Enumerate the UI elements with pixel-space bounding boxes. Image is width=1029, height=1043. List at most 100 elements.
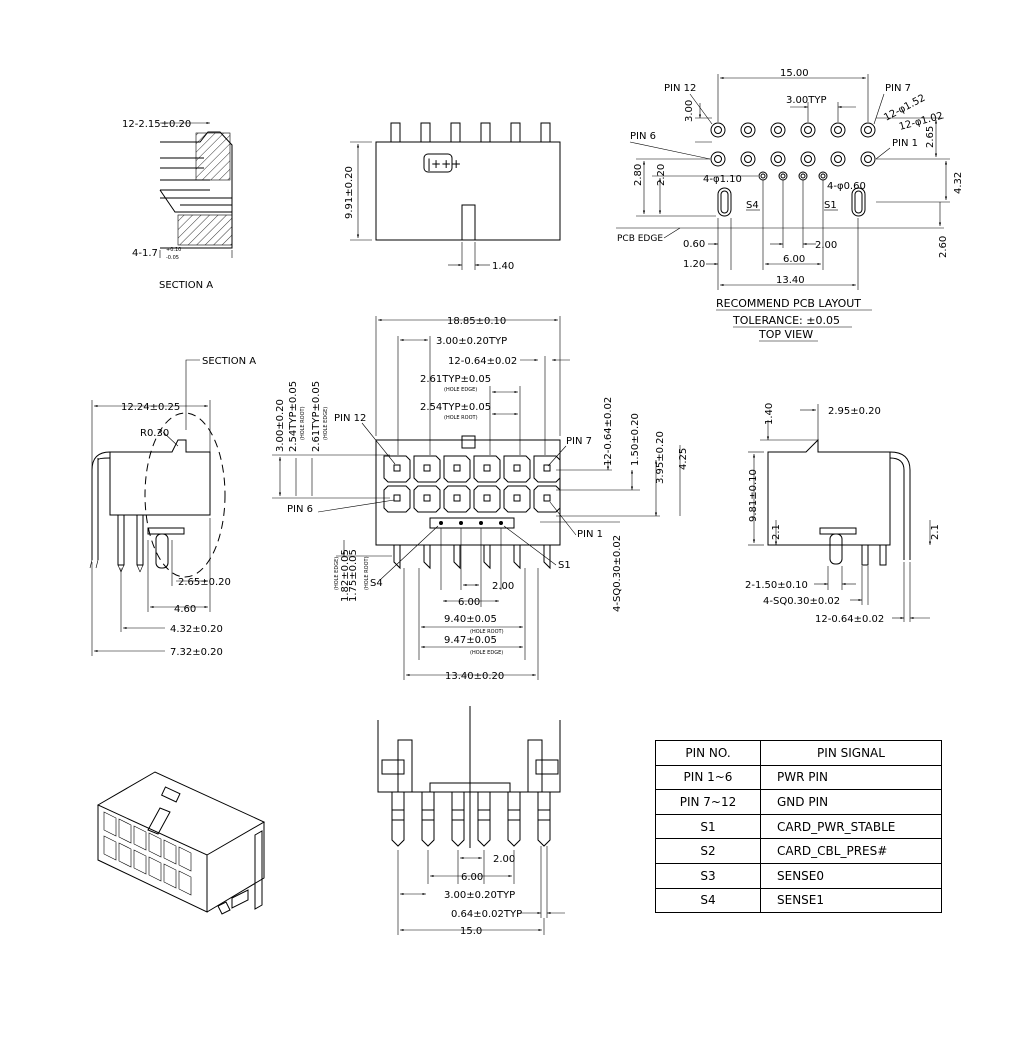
pcb-layout-view: 15.00 3.00TYP PIN 12 3.00 PIN 7 12-φ1.52… <box>616 68 964 342</box>
pcb-hole-row-bottom <box>710 151 876 167</box>
connector-top-view: |+++ 9.91±0.20 1.40 <box>344 122 561 272</box>
bottom-dim-600: 6.00 <box>461 872 483 883</box>
bottom-dim-200: 2.00 <box>493 854 515 865</box>
front-dim-150: 1.50±0.20 <box>630 413 641 466</box>
pcb-dim-280: 2.80 <box>633 164 644 186</box>
pin-table-header-pin: PIN NO. <box>655 740 761 766</box>
pin-table-header: PIN NO. PIN SIGNAL <box>655 740 942 766</box>
pcb-dim-120: 1.20 <box>683 259 705 270</box>
table-row: S4 SENSE1 <box>655 887 942 914</box>
front-dim-425: 4.25 <box>678 448 689 470</box>
pcb-dim-600: 6.00 <box>783 254 805 265</box>
table-row: S2 CARD_CBL_PRES# <box>655 838 942 864</box>
front-note-hole-edge: (HOLE EDGE) <box>444 387 477 393</box>
side-left-dim-732: 7.32±0.20 <box>170 647 223 658</box>
pcb-dim-200: 2.00 <box>815 240 837 251</box>
connector-front-view: 18.85±0.10 3.00±0.20TYP 12-0.64±0.02 2.6… <box>272 316 689 682</box>
front-label-s4: S4 <box>370 578 383 589</box>
side-left-dim-depth: 12.24±0.25 <box>121 402 180 413</box>
front-dim-254-left: 2.54TYP±0.05 <box>288 381 299 452</box>
section-a-tol-plus: +0.10 <box>166 247 181 253</box>
top-view-dim-latch: 1.40 <box>492 261 514 272</box>
pcb-dim-sense-hole: 4-φ0.60 <box>827 181 866 192</box>
pcb-dim-220: 2.20 <box>656 164 667 186</box>
side-left-dim-radius: R0.30 <box>140 428 169 439</box>
pin-table-pin: S4 <box>655 887 761 914</box>
side-right-dim-21-right: 2.1 <box>930 524 941 540</box>
front-dim-pin-width-right: 12-0.64±0.02 <box>603 397 614 466</box>
bottom-dim-pitch: 3.00±0.20TYP <box>444 890 515 901</box>
pcb-dim-432: 4.32 <box>953 172 964 194</box>
table-row: PIN 7~12 GND PIN <box>655 789 942 815</box>
front-dim-254-root: 2.54TYP±0.05 <box>420 402 491 413</box>
pin-table-pin: PIN 7~12 <box>655 789 761 815</box>
pin-table-signal: GND PIN <box>760 789 942 815</box>
pcb-label-pin6: PIN 6 <box>630 131 656 142</box>
bottom-view-pins <box>391 792 551 847</box>
front-note-947-edge: (HOLE EDGE) <box>470 650 503 656</box>
pcb-dim-265: 2.65 <box>925 126 936 148</box>
front-dim-261-edge: 2.61TYP±0.05 <box>420 374 491 385</box>
pcb-hole-row-top <box>710 122 876 138</box>
pcb-label-pin12: PIN 12 <box>664 83 696 94</box>
table-row: S1 CARD_PWR_STABLE <box>655 813 942 840</box>
front-dim-182: 1.82±0.05 <box>340 549 351 602</box>
side-left-callout: SECTION A <box>202 356 256 367</box>
pin-table-signal: CARD_PWR_STABLE <box>760 813 942 840</box>
side-left-dim-432: 4.32±0.20 <box>170 624 223 635</box>
side-right-dim-295: 2.95±0.20 <box>828 406 881 417</box>
front-label-pin6: PIN 6 <box>287 504 313 515</box>
pcb-dim-overall: 15.00 <box>780 68 809 79</box>
side-right-dim-140: 1.40 <box>764 403 775 425</box>
front-dim-width: 18.85±0.10 <box>447 316 506 327</box>
front-label-pin7: PIN 7 <box>566 436 592 447</box>
connector-side-view-right: 2.95±0.20 1.40 9.81±0.10 2.1 2.1 2-1.50±… <box>745 403 941 625</box>
connector-side-view-left: SECTION A 12.24±0.25 R0.30 2.65±0.20 4.6… <box>89 356 256 658</box>
front-dim-947: 9.47±0.05 <box>444 635 497 646</box>
pcb-layout-tolerance: TOLERANCE: ±0.05 <box>732 314 840 327</box>
connector-bottom-view: 2.00 6.00 3.00±0.20TYP 0.64±0.02TYP 15.0 <box>377 706 565 937</box>
front-dim-600: 6.00 <box>458 597 480 608</box>
side-right-dim-981: 9.81±0.10 <box>748 469 759 522</box>
pin-table-pin: S2 <box>655 838 761 864</box>
top-view-dim-height: 9.91±0.20 <box>344 166 355 219</box>
table-row: PIN 1~6 PWR PIN <box>655 764 942 791</box>
front-label-pin1: PIN 1 <box>577 529 603 540</box>
section-a-view: 12-2.15±0.20 4-1.7 +0.10 -0.05 SECTION A <box>122 119 233 291</box>
front-note-175-root: (HOLE ROOT) <box>364 556 370 590</box>
pin-table-pin: S1 <box>655 813 761 840</box>
front-dim-1340: 13.40±0.20 <box>445 671 504 682</box>
front-dim-175: 1.75±0.05 <box>348 549 359 602</box>
side-left-dim-460: 4.60 <box>174 604 196 615</box>
side-right-dim-21-left: 2.1 <box>771 524 782 540</box>
pcb-layout-title: RECOMMEND PCB LAYOUT <box>716 297 861 310</box>
pcb-label-edge: PCB EDGE <box>617 234 663 244</box>
front-label-s1: S1 <box>558 560 571 571</box>
table-row: S3 SENSE0 <box>655 862 942 889</box>
front-dim-200: 2.00 <box>492 581 514 592</box>
side-right-dim-150: 2-1.50±0.10 <box>745 580 808 591</box>
front-pin-cavities <box>383 455 561 513</box>
front-note-182-edge: (HOLE EDGE) <box>334 557 340 590</box>
pcb-dim-row-pitch: 3.00 <box>684 100 695 122</box>
pcb-dim-060: 0.60 <box>683 239 705 250</box>
pin-table-signal: SENSE1 <box>760 887 942 914</box>
pin-table-header-signal: PIN SIGNAL <box>760 740 942 766</box>
pcb-dim-1340: 13.40 <box>776 275 805 286</box>
connector-isometric-view <box>96 771 266 915</box>
section-a-dim-hole: 4-1.7 <box>132 248 158 259</box>
section-a-caption: SECTION A <box>159 280 213 291</box>
section-a-tol-minus: -0.05 <box>166 255 179 261</box>
front-note-edge-left: (HOLE EDGE) <box>323 407 329 440</box>
pcb-dim-260: 2.60 <box>938 236 949 258</box>
front-dim-395: 3.95±0.20 <box>655 431 666 484</box>
pcb-label-pin7: PIN 7 <box>885 83 911 94</box>
pin-signal-table: PIN NO. PIN SIGNAL PIN 1~6 PWR PIN PIN 7… <box>655 740 942 914</box>
front-note-root-left: (HOLE ROOT) <box>300 406 306 440</box>
pcb-label-s1: S1 <box>824 200 837 211</box>
section-a-dim-pitch: 12-2.15±0.20 <box>122 119 191 130</box>
pin-table-pin: PIN 1~6 <box>655 764 761 791</box>
pcb-layout-subtitle: TOP VIEW <box>758 328 813 341</box>
pin-table-signal: SENSE0 <box>760 862 942 889</box>
